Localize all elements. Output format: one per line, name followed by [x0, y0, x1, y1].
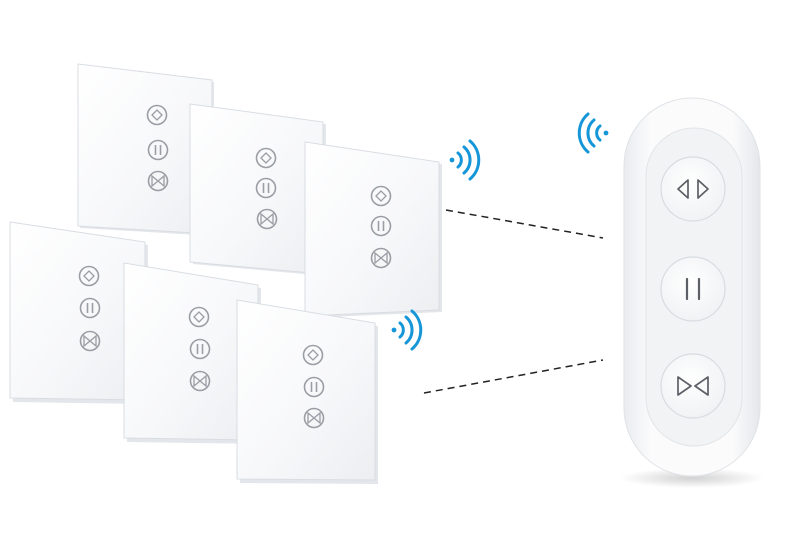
signal-link-line	[423, 359, 604, 394]
remote-close-button[interactable]	[660, 353, 726, 419]
wall-switch-panel	[123, 262, 261, 444]
wall-switch-panel	[236, 299, 378, 484]
pause-icon	[685, 277, 701, 301]
close-icon[interactable]	[303, 407, 325, 429]
wall-switch-panel	[304, 141, 442, 318]
close-icon[interactable]	[147, 170, 169, 192]
pause-icon[interactable]	[370, 215, 392, 237]
open-icon	[677, 179, 709, 199]
wall-switch-panel	[77, 63, 214, 236]
open-icon[interactable]	[370, 185, 392, 207]
pause-icon[interactable]	[255, 177, 277, 199]
remote-open-button[interactable]	[660, 156, 726, 222]
close-icon[interactable]	[370, 247, 392, 269]
pause-icon[interactable]	[303, 376, 325, 398]
pause-icon[interactable]	[79, 297, 101, 319]
open-icon[interactable]	[146, 104, 168, 126]
pause-icon[interactable]	[147, 139, 169, 161]
open-icon[interactable]	[78, 265, 100, 287]
remote-pause-button[interactable]	[660, 256, 726, 322]
wall-switch-panel	[189, 103, 326, 276]
open-icon[interactable]	[302, 344, 324, 366]
open-icon[interactable]	[255, 147, 277, 169]
open-icon[interactable]	[188, 306, 210, 328]
pause-icon[interactable]	[189, 338, 211, 360]
signal-link-line	[445, 209, 604, 239]
wifi-signal-icon	[391, 309, 423, 351]
wall-switch-panel	[9, 221, 148, 404]
wifi-signal-icon	[449, 139, 481, 181]
wall-switch-group	[9, 63, 442, 484]
wifi-signal-icon	[577, 112, 609, 154]
remote-control	[620, 97, 764, 488]
close-icon[interactable]	[79, 330, 101, 352]
close-icon	[677, 376, 709, 396]
close-icon[interactable]	[189, 370, 211, 392]
close-icon[interactable]	[256, 208, 278, 230]
